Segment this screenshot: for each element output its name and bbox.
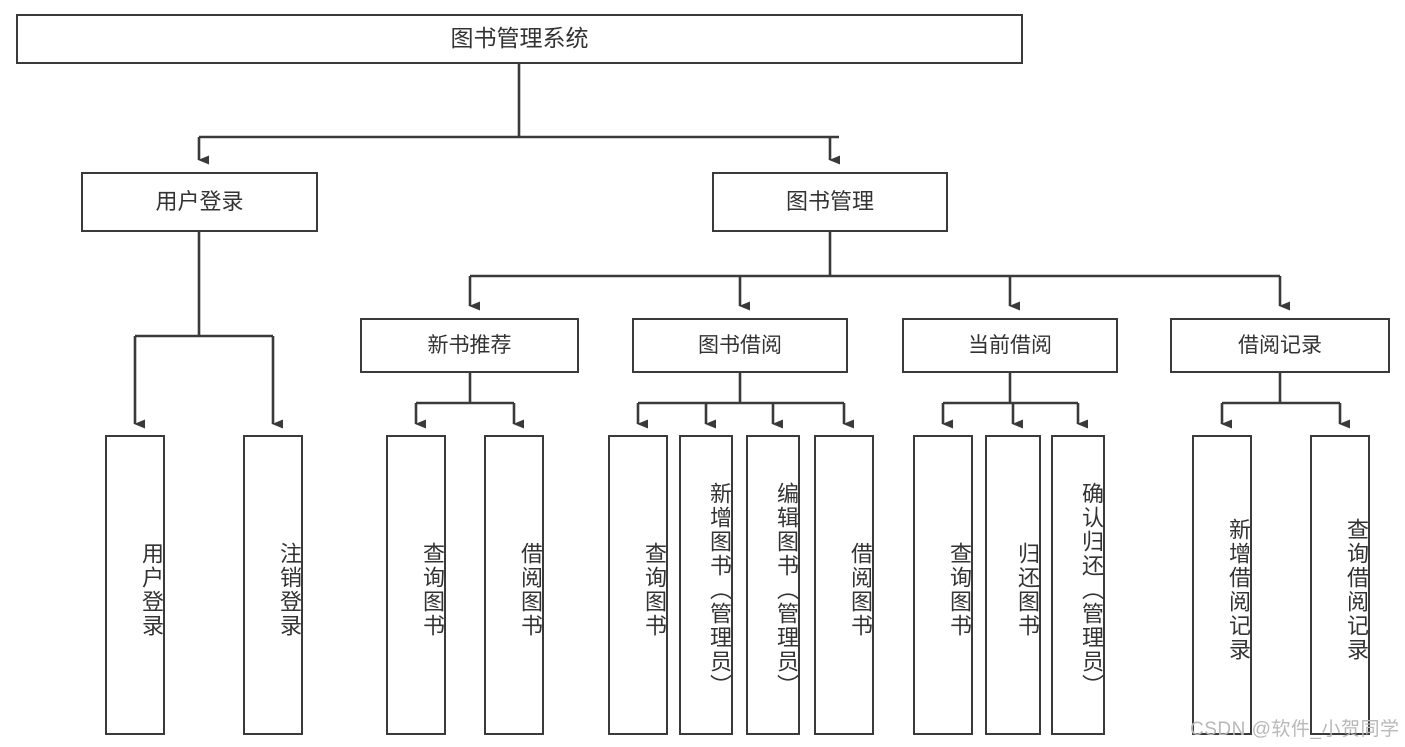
node-leaf-borrow-book-newbook-label: 借阅图书 bbox=[518, 542, 543, 638]
node-leaf-add-book-admin-label: 新增图书（管理员） bbox=[707, 482, 732, 698]
node-leaf-query-book-borrow-label: 查询图书 bbox=[642, 542, 667, 638]
connector-lines bbox=[133, 64, 1350, 429]
node-current-borrow[interactable]: 当前借阅 bbox=[902, 318, 1118, 373]
node-leaf-user-login[interactable]: 用户登录 bbox=[105, 435, 165, 735]
node-leaf-query-borrow-record[interactable]: 查询借阅记录 bbox=[1310, 435, 1370, 735]
node-leaf-confirm-return-admin-label: 确认归还（管理员） bbox=[1079, 482, 1104, 698]
node-current-borrow-label: 当前借阅 bbox=[968, 333, 1052, 357]
node-borrow-records[interactable]: 借阅记录 bbox=[1170, 318, 1390, 373]
node-new-book-recommend-label: 新书推荐 bbox=[427, 333, 512, 357]
node-leaf-query-book-newbook-label: 查询图书 bbox=[420, 542, 445, 638]
node-book-borrow[interactable]: 图书借阅 bbox=[632, 318, 848, 373]
node-leaf-query-book-current[interactable]: 查询图书 bbox=[913, 435, 973, 735]
node-leaf-logout-label: 注销登录 bbox=[277, 542, 302, 638]
node-leaf-borrow-book-newbook[interactable]: 借阅图书 bbox=[484, 435, 544, 735]
node-user-login-label: 用户登录 bbox=[155, 188, 244, 214]
node-leaf-query-book-current-label: 查询图书 bbox=[947, 542, 972, 638]
node-root[interactable]: 图书管理系统 bbox=[16, 14, 1023, 64]
node-book-management-label: 图书管理 bbox=[785, 188, 874, 214]
node-leaf-query-book-borrow[interactable]: 查询图书 bbox=[608, 435, 668, 735]
node-leaf-query-borrow-record-label: 查询借阅记录 bbox=[1344, 518, 1369, 662]
node-new-book-recommend[interactable]: 新书推荐 bbox=[360, 318, 579, 373]
node-borrow-records-label: 借阅记录 bbox=[1238, 333, 1322, 357]
node-leaf-edit-book-admin[interactable]: 编辑图书（管理员） bbox=[746, 435, 800, 735]
node-leaf-add-borrow-record[interactable]: 新增借阅记录 bbox=[1192, 435, 1252, 735]
node-book-borrow-label: 图书借阅 bbox=[698, 333, 782, 357]
node-leaf-user-login-label: 用户登录 bbox=[139, 542, 164, 638]
node-leaf-logout[interactable]: 注销登录 bbox=[243, 435, 303, 735]
node-leaf-lend-book[interactable]: 借阅图书 bbox=[814, 435, 874, 735]
node-leaf-confirm-return-admin[interactable]: 确认归还（管理员） bbox=[1051, 435, 1105, 735]
node-user-login[interactable]: 用户登录 bbox=[81, 172, 318, 232]
node-root-label: 图书管理系统 bbox=[450, 25, 589, 52]
node-leaf-lend-book-label: 借阅图书 bbox=[848, 542, 873, 638]
node-leaf-add-borrow-record-label: 新增借阅记录 bbox=[1226, 518, 1251, 662]
node-book-management[interactable]: 图书管理 bbox=[712, 172, 948, 232]
node-leaf-return-book[interactable]: 归还图书 bbox=[985, 435, 1041, 735]
node-leaf-return-book-label: 归还图书 bbox=[1015, 542, 1040, 638]
node-leaf-add-book-admin[interactable]: 新增图书（管理员） bbox=[679, 435, 733, 735]
node-leaf-edit-book-admin-label: 编辑图书（管理员） bbox=[774, 482, 799, 698]
node-leaf-query-book-newbook[interactable]: 查询图书 bbox=[386, 435, 446, 735]
